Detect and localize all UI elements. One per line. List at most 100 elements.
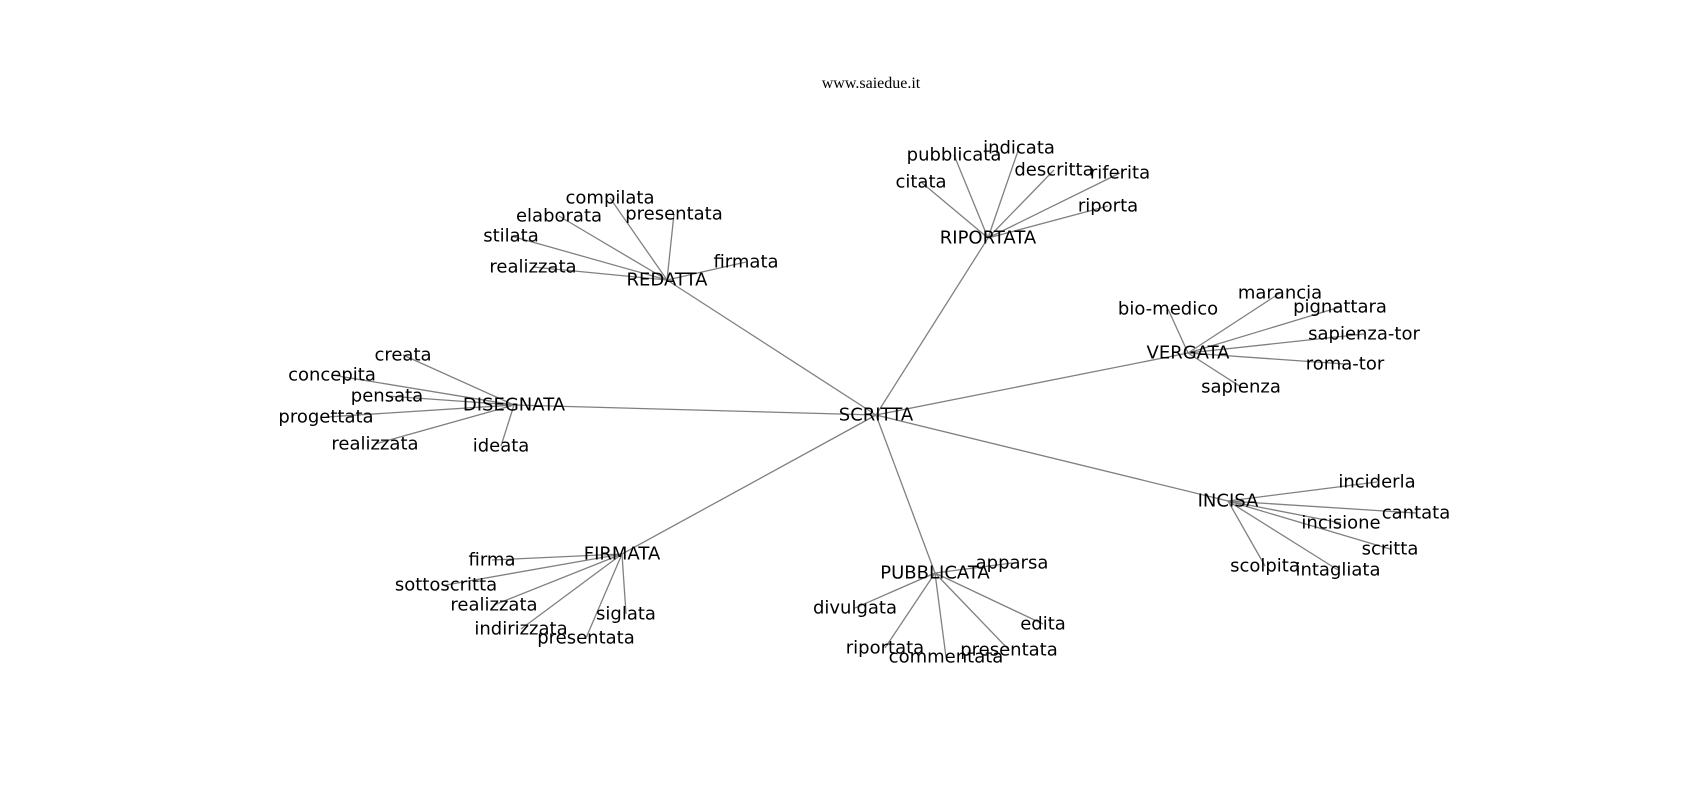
node-leaf: riferita [1090,163,1150,184]
diagram-title: www.saiedue.it [822,75,921,92]
edge-redatta-elaborata [558,215,668,281]
edge-vergata-roma-tor [1187,352,1346,365]
edge-firmata-siglata [621,553,627,615]
node-leaf: roma-tor [1306,354,1385,375]
node-leaf: edita [1020,614,1066,635]
edge-vergata-sapienza-tor [1187,333,1365,354]
node-leaf: sottoscritta [395,575,497,596]
edge-pubblicata-apparsa [934,562,1013,574]
edge-riportata-indicata [987,147,1020,239]
node-leaf: realizzata [450,595,537,616]
edges-layer [325,147,1417,658]
node-leaf: realizzata [489,257,576,278]
edge-incisa-cantata [1227,500,1417,514]
edge-root-vergata [875,352,1189,416]
node-leaf: firma [469,550,516,571]
edge-incisa-inciderla [1227,481,1378,502]
edge-incisa-scolpita [1227,500,1266,567]
edge-root-pubblicata [875,414,936,574]
node-leaf: sapienza [1201,377,1281,398]
edge-disegnata-pensata [386,395,515,406]
node-hub-firmata: FIRMATA [584,544,661,565]
node-leaf: presentata [625,204,723,225]
node-root: SCRITTA [839,405,914,426]
edge-riportata-citata [920,181,989,239]
node-leaf: firmata [713,252,778,273]
edge-redatta-realizzata [532,266,668,281]
node-leaf: presentata [537,628,635,649]
edge-root-incisa [875,414,1229,502]
edge-disegnata-concepita [331,374,515,406]
node-leaf: riporta [1078,196,1138,217]
edge-riportata-pubblicata [953,154,989,239]
node-leaf: compilata [566,188,655,209]
node-leaf: siglata [596,604,656,625]
edge-disegnata-ideata [500,404,515,447]
node-hub-incisa: INCISA [1198,491,1259,512]
node-leaf: indicata [983,138,1055,159]
node-leaf: bio-medico [1118,299,1218,320]
node-leaf: citata [895,172,946,193]
edge-disegnata-creata [402,354,515,406]
graph-layer: SCRITTA RIPORTATA pubblicataindicatadescri… [278,138,1450,668]
node-leaf: elaborata [516,206,602,227]
node-hub-redatta: REDATTA [627,270,709,291]
node-leaf: ideata [473,436,530,457]
node-leaf: progettata [278,407,373,428]
edge-pubblicata-edita [934,572,1044,625]
node-leaf: intagliata [1295,560,1380,581]
edge-firmata-firma [491,553,623,561]
edge-pubblicata-commentata [934,572,947,658]
edge-incisa-incisione [1227,500,1342,524]
node-leaf: pignattara [1293,297,1387,318]
labels-layer: SCRITTA RIPORTATA pubblicataindicatadescri… [278,138,1450,668]
edge-vergata-pignattara [1187,306,1341,354]
edge-redatta-presentata [666,213,675,281]
edge-incisa-intagliata [1227,500,1339,571]
node-leaf: riportata [846,638,924,659]
edge-redatta-stilata [510,235,668,281]
node-leaf: sapienza-tor [1308,324,1420,345]
node-leaf: divulgata [813,598,897,619]
edge-firmata-sottoscritta [445,553,623,586]
node-hub-vergata: VERGATA [1147,343,1231,364]
edge-root-disegnata [513,404,877,416]
node-leaf: pensata [351,386,423,407]
node-leaf: presentata [960,640,1058,661]
node-leaf: creata [374,345,431,366]
node-leaf: scolpita [1230,556,1300,577]
node-leaf: cantata [1382,503,1451,524]
node-leaf: realizzata [331,434,418,455]
edge-redatta-compilata [609,197,668,281]
node-leaf: marancia [1238,283,1322,304]
node-leaf: inciderla [1338,472,1415,493]
node-leaf: pubblicata [907,145,1002,166]
edge-root-riportata [875,237,989,416]
edge-firmata-presentata [585,553,623,639]
edge-pubblicata-riportata [884,572,936,649]
node-hub-riportata: RIPORTATA [940,228,1037,249]
node-hub-pubblicata: PUBBLICATA [880,563,990,584]
node-leaf: apparsa [976,553,1049,574]
edge-riportata-riferita [987,172,1121,239]
edge-riportata-riporta [987,205,1109,239]
edge-firmata-indirizzata [520,553,623,630]
node-leaf: incisione [1301,513,1380,534]
edge-vergata-bio-medico [1167,308,1189,354]
node-leaf: stilata [483,226,539,247]
edge-disegnata-realizzata [374,404,515,445]
edge-disegnata-progettata [325,404,515,418]
node-leaf: concepita [288,365,376,386]
edge-riportata-descritta [987,169,1055,239]
edge-root-firmata [621,414,877,555]
edge-root-redatta [666,279,877,416]
node-leaf: scritta [1362,539,1419,560]
node-leaf: commentata [889,647,1004,668]
edge-vergata-sapienza [1187,352,1242,388]
edge-redatta-firmata [666,261,747,281]
edge-pubblicata-divulgata [854,572,936,609]
edge-pubblicata-presentata [934,572,1010,651]
node-leaf: descritta [1014,160,1093,181]
node-hub-disegnata: DISEGNATA [463,395,566,416]
